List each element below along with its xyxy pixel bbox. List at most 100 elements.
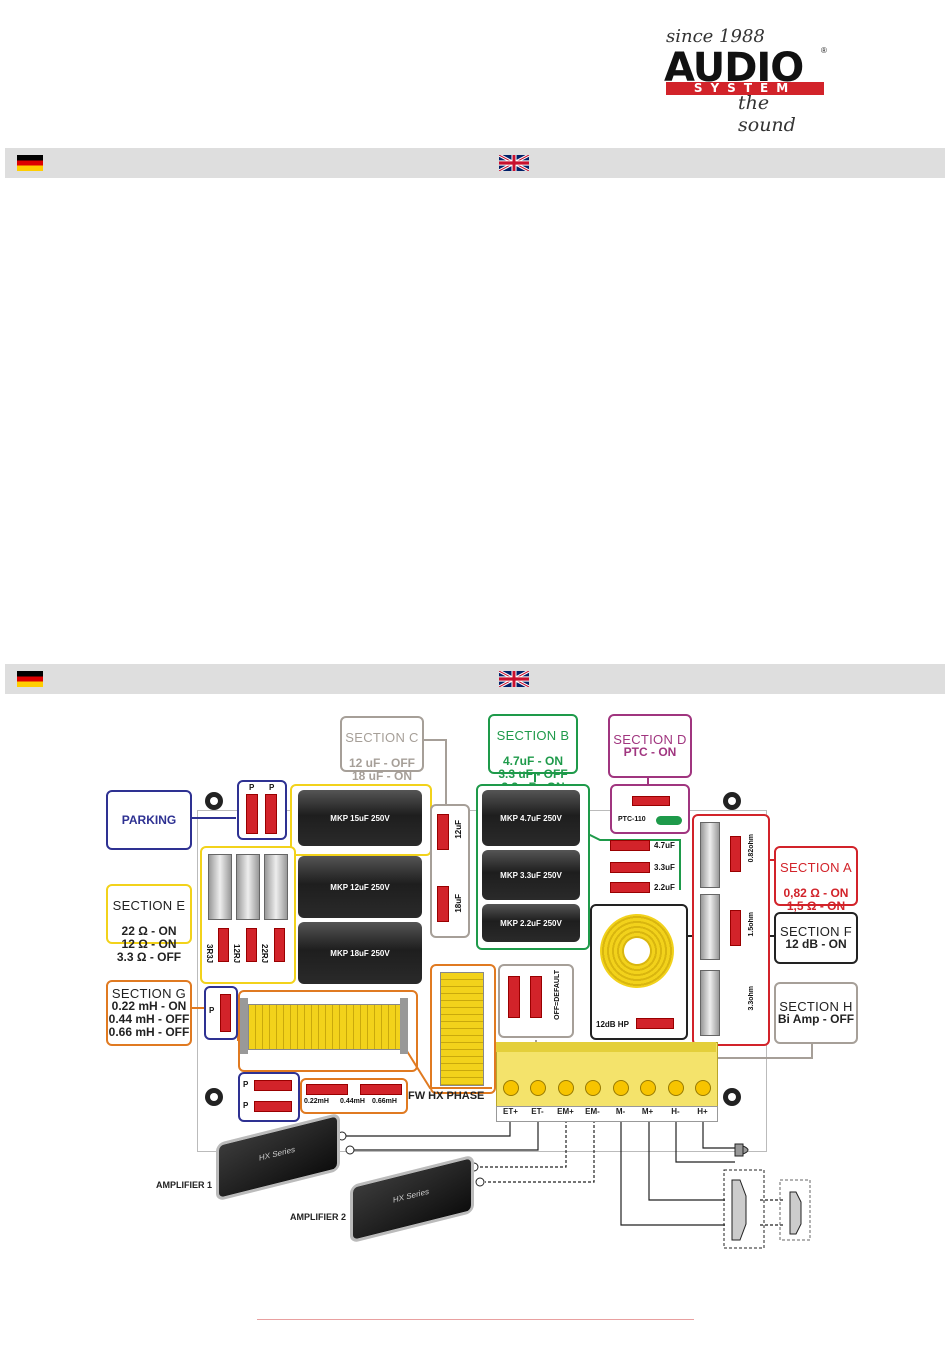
section-h-callout: SECTION H Bi Amp - OFF (774, 982, 858, 1044)
label-3r3j: 3R3J (205, 944, 214, 964)
terminal-m-minus[interactable]: M- (615, 1107, 626, 1116)
terminal-et-minus[interactable]: ET- (531, 1107, 544, 1116)
jumper-12r[interactable] (246, 928, 257, 962)
terminal-block-top (496, 1042, 716, 1052)
resistor-3r3 (208, 854, 232, 920)
label-0-44mh: 0.44mH (340, 1098, 365, 1105)
section-b-title: SECTION B (496, 728, 570, 743)
capacitor-3-3uf: MKP 3.3uF 250V (482, 850, 580, 900)
jumper-0-82[interactable] (730, 836, 741, 872)
terminal-labels: ET+ ET- EM+ EM- M- M+ H- H+ (496, 1106, 718, 1122)
jumper-18uf[interactable] (437, 886, 449, 922)
parking-jumper[interactable] (254, 1080, 292, 1091)
resistor-12r (236, 854, 260, 920)
parking-jumper[interactable] (254, 1101, 292, 1112)
section-c-settings: 12 uF - OFF 18 uF - ON (349, 756, 415, 783)
cap-4-7uf-label: MKP 4.7uF 250V (500, 813, 562, 823)
uk-flag-icon (499, 671, 529, 687)
cap-15uf-label: MKP 15uF 250V (330, 813, 390, 823)
bi-amp-jumpers: OFF=DEFAULT (498, 964, 574, 1038)
jumper-12uf[interactable] (437, 814, 449, 850)
section-e-title: SECTION E (112, 898, 186, 913)
jumper-3-3uf[interactable] (610, 862, 650, 873)
amp-2-brand: HX Series (393, 1186, 430, 1205)
inductor-coil-phase (440, 972, 484, 1086)
crossover-wiring-diagram: PARKING P P SECTION C 12 uF - OFF 18 uF … (0, 700, 950, 1320)
section-g-title: SECTION G (111, 986, 187, 1001)
parking-label: PARKING (106, 790, 192, 850)
jumper-0-66mh[interactable] (360, 1084, 402, 1095)
section-a-title: SECTION A (779, 860, 853, 875)
ptc-area: PTC-110 (610, 784, 690, 834)
uk-flag-icon (499, 155, 529, 171)
inductor-coil-g (248, 1004, 406, 1050)
section-b-callout: SECTION B 4.7uF - ON 3.3 uF - OFF 2.2 uF… (488, 714, 578, 794)
label-18uf: 18uF (454, 894, 463, 913)
phase-coil-area (430, 964, 496, 1094)
mounting-hole-icon (723, 792, 741, 810)
parking-jumper[interactable] (220, 994, 231, 1032)
amplifier-1-label: AMPLIFIER 1 (156, 1180, 213, 1190)
section-g-jumpers: 0.22mH 0.44mH 0.66mH (300, 1078, 408, 1114)
section-d-title: SECTION D (613, 732, 687, 747)
jumper-p-label: P (269, 783, 275, 792)
section-g-coil-area (238, 990, 418, 1072)
cap-2-2uf-label: MKP 2.2uF 250V (500, 918, 562, 928)
terminal-m-plus[interactable]: M+ (641, 1107, 654, 1116)
label-off-default: OFF=DEFAULT (554, 970, 561, 1020)
label-12db-hp: 12dB HP (596, 1020, 629, 1029)
de-flag-icon (17, 671, 43, 687)
language-bar-bottom (5, 664, 945, 694)
section-e-resistors: 3R3J 12RJ 22RJ (200, 846, 296, 984)
resistor-0-82 (700, 822, 720, 888)
bi-amp-jumper[interactable] (530, 976, 542, 1018)
cap-18uf-label: MKP 18uF 250V (330, 948, 390, 958)
label-0-66mh: 0.66mH (372, 1098, 397, 1105)
terminal-et-plus[interactable]: ET+ (503, 1107, 518, 1116)
parking-text: PARKING (121, 812, 177, 827)
mounting-hole-icon (205, 1088, 223, 1106)
section-c-callout: SECTION C 12 uF - OFF 18 uF - ON (340, 716, 424, 783)
terminal-h-minus[interactable]: H- (671, 1107, 680, 1116)
section-e-settings: 22 Ω - ON 12 Ω - ON 3.3 Ω - OFF (116, 924, 182, 964)
jumper-2-2uf[interactable] (610, 882, 650, 893)
parking-jumper[interactable] (265, 794, 277, 834)
bi-amp-jumper[interactable] (508, 976, 520, 1018)
terminal-em-minus[interactable]: EM- (585, 1107, 600, 1116)
ptc-jumper[interactable] (632, 796, 670, 806)
capacitor-18uf: MKP 18uF 250V (298, 922, 422, 984)
section-g-settings: 0.22 mH - ON 0.44 mH - OFF 0.66 mH - OFF (108, 999, 190, 1039)
terminal-screws (496, 1080, 716, 1100)
jumper-4-7uf[interactable] (610, 840, 650, 851)
label-0-82ohm: 0.82ohm (748, 834, 755, 863)
jumper-3r3[interactable] (218, 928, 229, 962)
label-12rj: 12RJ (232, 944, 241, 964)
cap-12uf-label: MKP 12uF 250V (330, 882, 390, 892)
logo-tagline: the sound (738, 92, 796, 136)
parking-jumpers-bottom: P P (238, 1072, 300, 1122)
resistor-1-5 (700, 894, 720, 960)
capacitor-15uf: MKP 15uF 250V (298, 790, 422, 846)
section-f-callout: SECTION F 12 dB - ON (774, 912, 858, 964)
amplifier-2-label: AMPLIFIER 2 (290, 1212, 347, 1222)
logo-brand-top: AUDIO (664, 45, 804, 91)
section-a-callout: SECTION A 0,82 Ω - ON 1,5 Ω - ON 3,3 Ω -… (774, 846, 858, 926)
section-h-title: SECTION H (779, 999, 853, 1014)
section-c-title: SECTION C (345, 730, 419, 745)
cap-3-3uf-label: MKP 3.3uF 250V (500, 870, 562, 880)
jumper-1-5[interactable] (730, 910, 741, 946)
jumper-22r[interactable] (274, 928, 285, 962)
terminal-block (496, 1042, 718, 1108)
section-f-title: SECTION F (779, 924, 853, 939)
terminal-h-plus[interactable]: H+ (697, 1107, 708, 1116)
label-12uf: 12uF (454, 820, 463, 839)
parking-jumper[interactable] (246, 794, 258, 834)
section-h-settings: Bi Amp - OFF (777, 1012, 855, 1026)
jumper-12db[interactable] (636, 1018, 674, 1029)
section-d-callout: SECTION D PTC - ON (608, 714, 692, 778)
language-bar-top (5, 148, 945, 178)
section-f-settings: 12 dB - ON (785, 937, 847, 951)
terminal-em-plus[interactable]: EM+ (557, 1107, 574, 1116)
jumper-0-22mh[interactable] (306, 1084, 348, 1095)
resistor-22r (264, 854, 288, 920)
